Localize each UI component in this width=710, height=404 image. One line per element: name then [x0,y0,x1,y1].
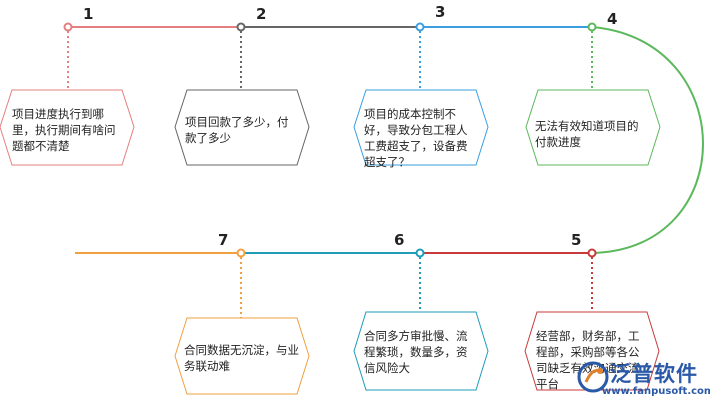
step-box-6 [353,311,489,391]
step-text-2: 项目回款了多少，付款了多少 [185,115,289,145]
step-text-4: 无法有效知道项目的付款进度 [535,119,639,149]
step-text-5: 经营部，财务部，工程部，采购部等各公司缺乏有效沟通交流平台 [536,329,640,391]
step-number-3: 3 [435,3,446,21]
watermark-url: www.fanpusoft.com [602,386,710,397]
step-number-1: 1 [83,5,94,23]
timeline-curve-4-5 [591,26,704,254]
step-text-6: 合同多方审批慢、流程繁琐，数量多，资信风险大 [364,329,468,375]
step-number-6: 6 [394,231,405,249]
step-box-2 [174,89,310,166]
step-number-7: 7 [218,231,229,249]
watermark-brand: 泛普软件 [610,362,698,386]
node-4 [587,22,597,32]
step-number-4: 4 [607,10,618,28]
step-box-1 [0,89,135,166]
step-number-5: 5 [571,231,582,249]
node-6 [415,248,425,258]
fanpu-logo-icon [577,361,609,393]
step-box-5 [524,311,660,391]
step-text-7: 合同数据无沉淀，与业务联动难 [184,343,299,373]
node-2 [236,22,246,32]
step-text-3: 项目的成本控制不好，导致分包工程人工费超支了，设备费超支了？ [364,107,468,169]
step-box-3 [353,89,489,166]
step-box-7 [174,317,310,395]
step-text-1: 项目进度执行到哪里，执行期间有啥问题都不清楚 [12,107,116,153]
node-7 [236,248,246,258]
node-3 [415,22,425,32]
node-1 [63,22,73,32]
step-number-2: 2 [256,5,267,23]
node-5 [587,248,597,258]
watermark: 泛普软件 www.fanpusoft.com [572,354,710,404]
step-box-4 [525,89,661,166]
